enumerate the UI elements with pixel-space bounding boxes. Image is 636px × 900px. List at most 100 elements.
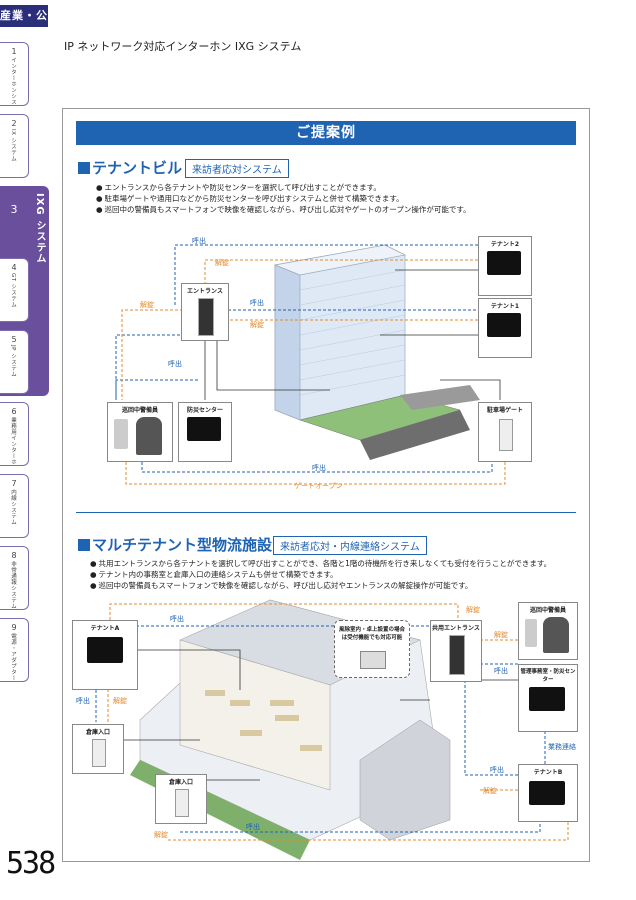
- management-office-box: 管理事務室・防災センター: [518, 664, 578, 732]
- monitor-icon: [487, 313, 521, 337]
- guard-icon: [136, 417, 162, 455]
- flow-label-unlock: 解錠: [494, 631, 508, 639]
- side-tab-9[interactable]: 9 電源・アダプター: [0, 618, 29, 682]
- guard-icon: [543, 617, 569, 653]
- warehouse-entrance-box-a: 倉庫入口: [72, 724, 124, 774]
- side-tab-label: GT システム: [10, 273, 16, 308]
- section1-bullet: 駐車場ゲートや通用口などから防災センターを呼び出すシステムと併せて構築できます。: [96, 193, 404, 204]
- device-label: テナント1: [490, 303, 520, 310]
- entrance-panel-icon: [198, 298, 214, 336]
- square-bullet-icon: [78, 162, 90, 174]
- callout-text: 風除室内・卓上設置の場合は受付機能でも対応可能: [338, 627, 405, 641]
- warehouse-entrance-box-b: 倉庫入口: [155, 774, 207, 824]
- section1-subtitle: 来訪者応対システム: [185, 159, 289, 178]
- tenant2-monitor-box: テナント2: [478, 236, 532, 296]
- side-tab-6[interactable]: 6 業務用インターホン: [0, 402, 29, 466]
- entrance-panel-icon: [449, 635, 465, 675]
- square-bullet-icon: [78, 539, 90, 551]
- section2-title: マルチテナント型物流施設: [78, 534, 272, 555]
- side-tab-num: 8: [11, 551, 17, 560]
- device-label: 倉庫入口: [85, 729, 110, 736]
- flow-label-call: 呼出: [76, 697, 90, 705]
- side-tab-num: 1: [11, 47, 17, 56]
- flow-label-call: 呼出: [170, 615, 184, 623]
- flow-label-call: 呼出: [250, 299, 264, 307]
- tenantB-monitor-box: テナントB: [518, 764, 578, 822]
- side-tab-label: IX システム: [10, 129, 16, 162]
- flow-label-unlock: 解錠: [250, 321, 264, 329]
- guard-box: 巡回中警備員: [107, 402, 173, 462]
- tenant1-monitor-box: テナント1: [478, 298, 532, 358]
- door-station-icon: [175, 789, 189, 817]
- smartphone-icon: [525, 619, 537, 647]
- side-tab-label: IXG システム: [34, 193, 45, 265]
- side-tab-4[interactable]: 4 GT システム: [0, 258, 29, 322]
- device-label: テナントB: [533, 769, 563, 776]
- section1-bullet: 巡回中の警備員もスマートフォンで映像を確認しながら、呼び出し応対やゲートのオープ…: [96, 204, 471, 215]
- door-station-icon: [92, 739, 106, 767]
- guard-box-2: 巡回中警備員: [518, 602, 578, 660]
- device-label: エントランス: [187, 288, 223, 295]
- entrance-station-box: エントランス: [181, 283, 229, 341]
- side-tab-label: 非常通報システム: [10, 561, 16, 609]
- side-tab-2[interactable]: 2 IX システム: [0, 114, 29, 178]
- device-label: 倉庫入口: [168, 779, 193, 786]
- side-tab-7[interactable]: 7 内線システム: [0, 474, 29, 538]
- section2-bullet: 共用エントランスから各テナントを選択して呼び出すことができ、各階と1階の待機所を…: [90, 558, 552, 569]
- section1-bullet: エントランスから各テナントや防災センターを選択して呼び出すことができます。: [96, 182, 381, 193]
- side-tab-num: 9: [11, 623, 17, 632]
- disaster-center-box: 防災センター: [178, 402, 232, 462]
- reception-callout: 風除室内・卓上設置の場合は受付機能でも対応可能: [334, 620, 410, 678]
- flow-label-unlock: 解錠: [483, 787, 497, 795]
- proposal-banner: ご提案例: [76, 121, 576, 145]
- side-tab-label: インターホンシステム ご選択にあたって: [9, 57, 17, 105]
- flow-label-call: 呼出: [192, 237, 206, 245]
- flow-label-unlock: 解錠: [113, 697, 127, 705]
- device-label: 管理事務室・防災センター: [520, 669, 576, 683]
- device-label: テナント2: [490, 241, 520, 248]
- side-tab-num: 6: [11, 407, 17, 416]
- page-title: IP ネットワーク対応インターホン IXG システム: [64, 40, 302, 53]
- flow-label-gate-open: ゲートオープン: [294, 482, 343, 490]
- page-number: 538: [6, 846, 56, 881]
- flow-label-business: 業務連絡: [548, 743, 576, 751]
- flow-label-unlock: 解錠: [154, 831, 168, 839]
- side-tab-1[interactable]: 1 インターホンシステム ご選択にあたって: [0, 42, 29, 106]
- category-label: 産業・公共: [0, 5, 48, 44]
- section1-title: テナントビル: [78, 157, 182, 178]
- side-tab-num: 5: [11, 335, 17, 344]
- flow-label-call: 呼出: [312, 464, 326, 472]
- flow-label-unlock: 解錠: [466, 606, 480, 614]
- flow-label-unlock: 解錠: [140, 301, 154, 309]
- monitor-icon: [487, 251, 521, 275]
- monitor-icon: [529, 781, 565, 805]
- shared-entrance-box: 共用エントランス: [430, 620, 482, 682]
- reception-terminal-icon: [360, 651, 386, 669]
- device-label: テナントA: [90, 625, 120, 632]
- section-divider: [76, 512, 576, 513]
- section2-bullet: テナント内の事務室と倉庫入口の連絡システムも併せて構築できます。: [90, 569, 338, 580]
- flow-label-call: 呼出: [168, 360, 182, 368]
- device-label: 防災センター: [186, 407, 223, 414]
- side-tab-label: 電源・アダプター: [10, 633, 16, 681]
- parking-gate-box: 駐車場ゲート: [478, 402, 532, 462]
- flow-label-unlock: 解錠: [215, 259, 229, 267]
- tenantA-monitor-box: テナントA: [72, 620, 138, 690]
- side-tab-8[interactable]: 8 非常通報システム: [0, 546, 29, 610]
- monitor-icon: [529, 687, 565, 711]
- side-tab-5[interactable]: 5 JP システム: [0, 330, 29, 394]
- section2-bullet: 巡回中の警備員もスマートフォンで映像を確認しながら、呼び出し応対やエントランスの…: [90, 580, 473, 591]
- flow-label-call: 呼出: [246, 823, 260, 831]
- smartphone-icon: [114, 419, 128, 449]
- device-label: 巡回中警備員: [529, 607, 566, 614]
- flow-label-call: 呼出: [494, 667, 508, 675]
- door-station-icon: [499, 419, 513, 451]
- device-label: 駐車場ゲート: [486, 407, 523, 414]
- side-tab-label: JP システム: [10, 345, 16, 378]
- side-tab-num: 2: [11, 119, 17, 128]
- section2-title-text: マルチテナント型物流施設: [92, 536, 273, 554]
- device-label: 共用エントランス: [432, 625, 480, 632]
- side-tab-num: 7: [11, 479, 17, 488]
- side-tab-num: 4: [11, 263, 17, 272]
- monitor-icon: [187, 417, 221, 441]
